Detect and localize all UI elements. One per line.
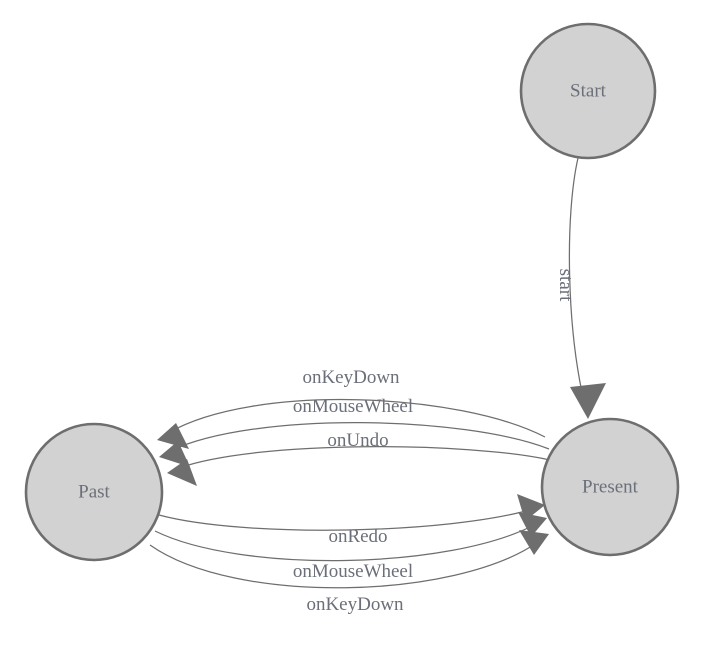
edge-label-start: start <box>555 269 576 302</box>
edge-present-to-past-onkeydown[interactable]: onKeyDown <box>157 367 546 449</box>
edge-label-past-present-onmousewheel: onMouseWheel <box>293 561 413 582</box>
edge-path-past-present-1 <box>158 508 534 531</box>
edge-label-present-past-onmousewheel: onMouseWheel <box>293 396 413 417</box>
edge-path-present-past-1 <box>167 398 546 438</box>
arrow-head-past-present-2 <box>518 512 547 537</box>
edge-label-present-past-onundo: onUndo <box>327 430 388 451</box>
node-start[interactable]: Start <box>519 22 657 160</box>
arrow-head-present-past-2 <box>159 441 190 467</box>
node-past[interactable]: Past <box>24 422 164 562</box>
node-past-circle <box>24 422 164 562</box>
edge-path-start-present <box>568 157 587 411</box>
edge-path-present-past-3 <box>178 446 551 469</box>
edge-label-past-present-onredo: onRedo <box>328 526 387 547</box>
edge-present-to-past-onundo[interactable]: onUndo <box>167 430 551 486</box>
node-start-circle <box>519 22 657 160</box>
node-present-label: Present <box>582 476 639 497</box>
edge-past-to-present-onmousewheel[interactable]: onMouseWheel <box>154 512 547 582</box>
edge-start-to-present[interactable]: start <box>555 157 606 419</box>
edge-path-past-present-2 <box>154 523 537 562</box>
arrow-head-start-present <box>570 383 606 419</box>
arrow-head-past-present-3 <box>519 530 549 555</box>
edge-past-to-present-onkeydown[interactable]: onKeyDown <box>149 530 549 615</box>
edge-past-to-present-onredo[interactable]: onRedo <box>158 494 545 547</box>
edge-label-past-present-onkeydown: onKeyDown <box>306 594 404 615</box>
edge-path-present-past-2 <box>169 422 550 452</box>
node-start-label: Start <box>570 80 607 101</box>
node-present-circle <box>540 417 680 557</box>
node-past-label: Past <box>78 481 110 502</box>
edge-present-to-past-onmousewheel[interactable]: onMouseWheel <box>159 396 550 467</box>
arrow-head-present-past-1 <box>157 423 189 449</box>
node-present[interactable]: Present <box>540 417 680 557</box>
arrow-head-present-past-3 <box>167 459 197 486</box>
edge-label-present-past-onkeydown: onKeyDown <box>302 367 400 388</box>
edge-path-past-present-3 <box>149 541 539 589</box>
